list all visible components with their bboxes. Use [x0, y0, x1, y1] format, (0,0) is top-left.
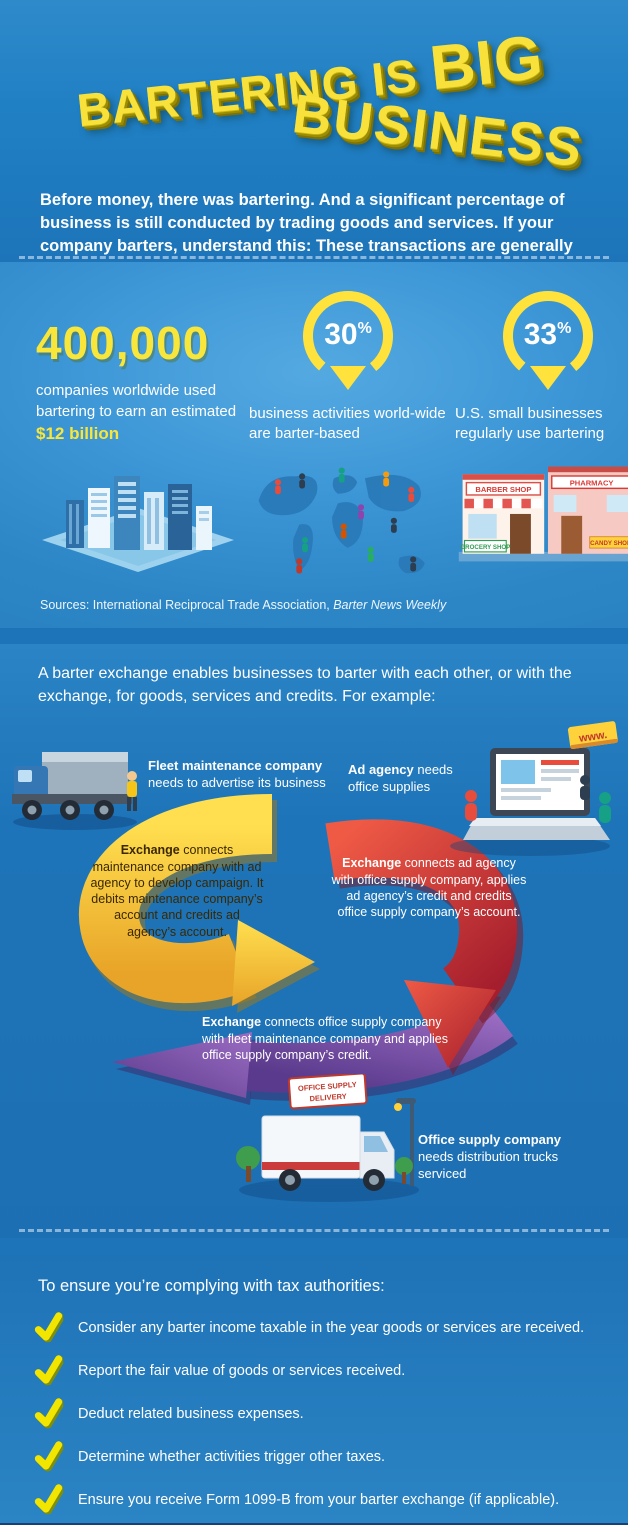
exchange-section: A barter exchange enables businesses to …: [0, 644, 628, 1238]
list-item: Determine whether activities trigger oth…: [34, 1441, 618, 1476]
stat-companies-desc: companies worldwide used bartering to ea…: [36, 382, 237, 420]
stat-smallbiz: 33% U.S. small businesses regularly use …: [455, 286, 628, 602]
ad-agency-label: Ad agency needs office supplies: [348, 762, 460, 796]
truck-sign-line1: OFFICE SUPPLY: [298, 1080, 357, 1093]
ring-gauge-33: 33%: [498, 286, 598, 398]
checkmark-icon: [33, 1354, 69, 1391]
exchange-word: Exchange: [342, 856, 402, 871]
cycle-arrows: [78, 794, 524, 1106]
fleet-truck-illustration: [12, 752, 137, 831]
pharmacy-sign: PHARMACY: [570, 478, 614, 487]
shops-illustration: BARBER SHOP GROCERY SHOP PHARMACY CANDY …: [458, 466, 628, 561]
checklist-text: Consider any barter income taxable in th…: [78, 1320, 585, 1336]
sources-prefix: Sources: International Reciprocal Trade …: [40, 598, 334, 612]
sources-publication: Barter News Weekly: [333, 598, 447, 612]
checkmark-icon: [33, 1397, 69, 1434]
stat-companies-text: companies worldwide used bartering to ea…: [36, 380, 241, 446]
candy-shop-sign: CANDY SHOP: [590, 540, 628, 547]
stat-companies-highlight: $12 billion: [36, 424, 120, 443]
stat-worldwide-value: 30%: [298, 318, 398, 352]
barber-shop-sign: BARBER SHOP: [475, 485, 531, 494]
purple-arrow-text: Exchange connects office supply company …: [202, 1014, 464, 1063]
red-arrow-icon: [325, 819, 524, 1076]
office-supply-label-text: needs distribution trucks serviced: [418, 1149, 559, 1182]
footer-bar: [0, 1522, 628, 1525]
delivery-truck-illustration: OFFICE SUPPLY DELIVERY: [236, 1074, 419, 1203]
checklist-text: Deduct related business expenses.: [78, 1406, 304, 1422]
compliance-heading: To ensure you’re complying with tax auth…: [38, 1276, 385, 1295]
checklist-text: Ensure you receive Form 1099-B from your…: [78, 1492, 560, 1508]
stats-row: 400,000 companies worldwide used barteri…: [0, 262, 628, 602]
exchange-cycle-diagram: www. OFFICE SUPPLY DELIVERY: [0, 721, 628, 1246]
www-sign: www.: [577, 729, 608, 745]
people-dots: [274, 466, 417, 573]
percent-number: 30: [324, 318, 358, 351]
ad-agency-label-text: needs office supplies: [348, 762, 453, 795]
red-arrow-body: connects ad agency with office supply co…: [331, 856, 527, 920]
exchange-word: Exchange: [120, 843, 180, 858]
dashed-divider-top: [18, 256, 610, 259]
exchange-intro: A barter exchange enables businesses to …: [38, 665, 572, 706]
stat-companies-value: 400,000: [36, 317, 210, 369]
ring-gauge-icon: [303, 291, 393, 390]
title-text-big: BIG: [426, 22, 547, 104]
checklist-text: Determine whether activities trigger oth…: [78, 1449, 386, 1465]
stat-smallbiz-desc: U.S. small businesses regularly use bart…: [455, 405, 605, 443]
ring-gauge-30: 30%: [298, 286, 398, 398]
checkmark-icon: [33, 1311, 69, 1348]
truck-sign-line2: DELIVERY: [309, 1092, 347, 1104]
city-illustration: [42, 475, 234, 572]
yellow-arrow-text: Exchange connects maintenance company wi…: [88, 842, 266, 940]
compliance-checklist: Consider any barter income taxable in th…: [0, 1312, 628, 1519]
exchange-word: Exchange: [202, 1015, 262, 1030]
world-map-illustration: [258, 466, 425, 573]
fleet-label-bold: Fleet maintenance company: [148, 758, 323, 774]
list-item: Report the fair value of goods or servic…: [34, 1355, 618, 1390]
list-item: Consider any barter income taxable in th…: [34, 1312, 618, 1347]
checkmark-icon: [33, 1483, 69, 1520]
list-item: Ensure you receive Form 1099-B from your…: [34, 1484, 618, 1519]
fleet-label: Fleet maintenance company needs to adver…: [148, 758, 343, 792]
checkmark-icon: [33, 1440, 69, 1477]
yellow-arrow-body: connects maintenance company with ad age…: [90, 843, 264, 939]
office-supply-label-bold: Office supply company: [418, 1132, 562, 1148]
sources-note: Sources: International Reciprocal Trade …: [40, 598, 446, 612]
red-arrow-text: Exchange connects ad agency with office …: [330, 855, 528, 920]
yellow-arrow-icon: [78, 794, 320, 1014]
list-item: Deduct related business expenses.: [34, 1398, 618, 1433]
purple-arrow-body: connects office supply company with flee…: [202, 1015, 448, 1062]
percent-sign: %: [357, 320, 372, 337]
grocery-shop-sign: GROCERY SHOP: [460, 544, 510, 551]
office-supply-label: Office supply company needs distribution…: [418, 1132, 586, 1183]
stat-smallbiz-value: 33%: [498, 318, 598, 352]
header-section: BARTERING IS BIG BUSINESS Before money, …: [0, 0, 628, 279]
stat-companies: 400,000 companies worldwide used barteri…: [36, 286, 241, 602]
ad-agency-illustration: www.: [450, 721, 618, 857]
dashed-divider-bottom: [18, 1229, 610, 1232]
ring-gauge-icon: [502, 291, 593, 390]
percent-sign: %: [557, 320, 572, 337]
ad-agency-label-bold: Ad agency: [348, 762, 414, 778]
stats-section: 400,000 companies worldwide used barteri…: [0, 262, 628, 628]
stat-worldwide: 30% business activities world-wide are b…: [249, 286, 447, 602]
fleet-label-text: needs to advertise its business: [148, 775, 326, 791]
percent-number: 33: [523, 318, 558, 351]
stat-worldwide-desc: business activities world-wide are barte…: [249, 405, 446, 443]
compliance-section: To ensure you’re complying with tax auth…: [0, 1254, 628, 1523]
checklist-text: Report the fair value of goods or servic…: [78, 1363, 406, 1379]
